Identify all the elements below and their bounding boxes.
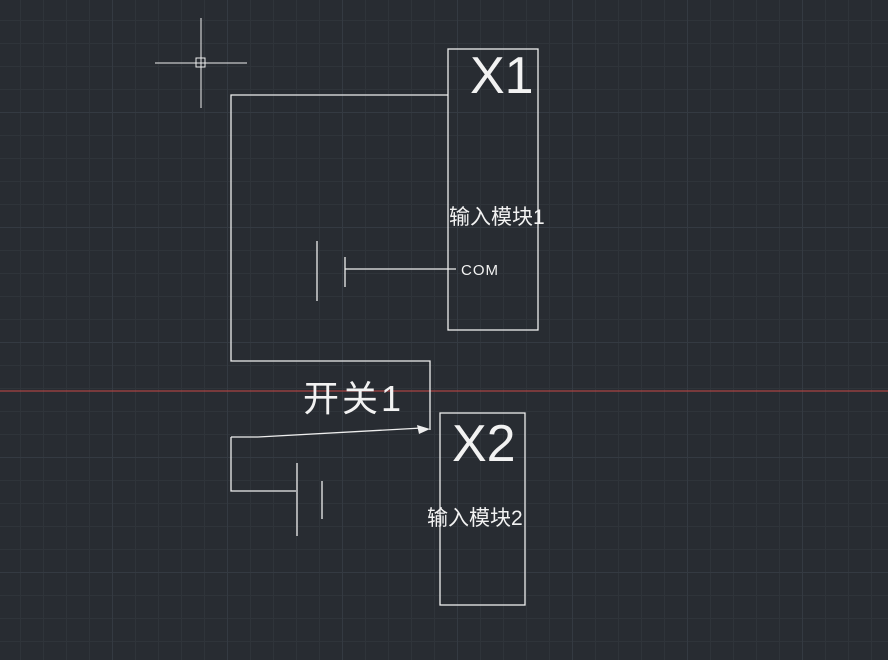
com-terminal-text[interactable]: COM bbox=[461, 262, 499, 279]
module2-box[interactable] bbox=[439, 412, 526, 606]
module2-title-text[interactable]: X2 bbox=[452, 415, 516, 473]
module1-box[interactable] bbox=[447, 48, 539, 331]
crosshair-cursor bbox=[155, 18, 247, 108]
switch-blade[interactable] bbox=[257, 427, 423, 438]
switch-arrowhead[interactable] bbox=[417, 425, 430, 434]
wire-main-run[interactable] bbox=[230, 94, 448, 430]
wire-switch-to-battery2[interactable] bbox=[230, 437, 296, 492]
switch-label-text[interactable]: 开关1 bbox=[303, 378, 405, 419]
module2-caption-text[interactable]: 输入模块2 bbox=[427, 507, 523, 530]
crosshair-pickbox bbox=[195, 57, 206, 68]
module1-title-text[interactable]: X1 bbox=[470, 47, 534, 105]
module1-caption-text[interactable]: 输入模块1 bbox=[449, 206, 545, 229]
